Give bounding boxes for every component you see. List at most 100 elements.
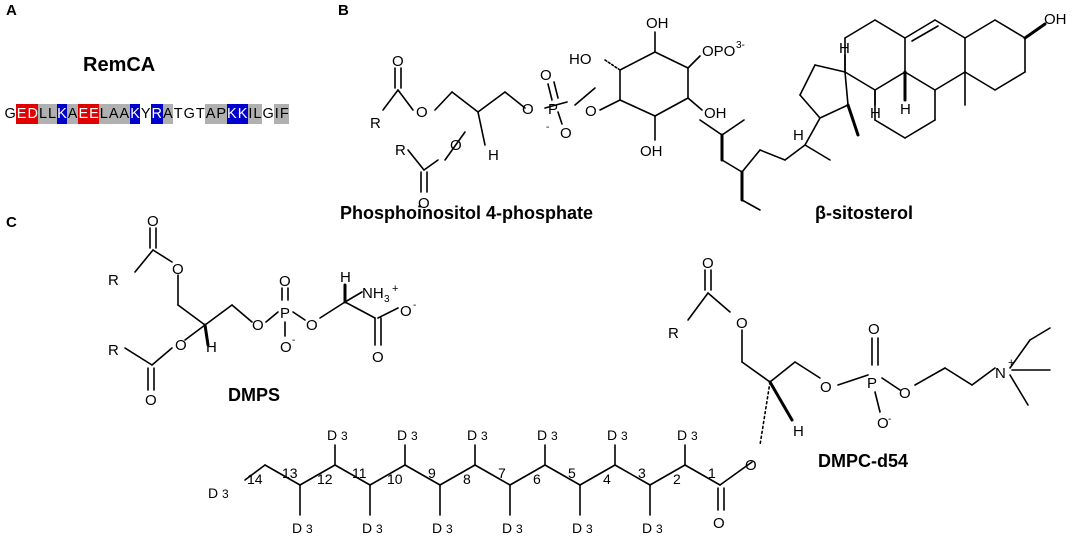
carbon-number: 5 <box>568 465 576 481</box>
carbon-number: 2 <box>673 471 681 487</box>
deuterium-count: 3 <box>551 429 558 443</box>
residue-hydrophobic: L <box>252 104 262 124</box>
residue-neutral: G <box>183 104 196 124</box>
charge-minus: - <box>888 414 891 425</box>
atom-o: O <box>418 195 430 212</box>
atom-h: H <box>340 269 351 286</box>
deuterium-label: D <box>502 520 512 536</box>
atom-p: P <box>280 305 290 322</box>
residue-basic: K <box>56 104 68 124</box>
carbon-number: 13 <box>282 465 298 481</box>
deuterium-count: 3 <box>411 429 418 443</box>
deuterium-label: D <box>362 520 372 536</box>
deuterium-label: D <box>572 520 582 536</box>
atom-p: P <box>548 101 558 118</box>
deuterium-count: 3 <box>621 429 628 443</box>
dmps-label: DMPS <box>228 385 281 405</box>
atom-o: O <box>540 67 552 84</box>
residue-hydrophobic: L <box>47 104 57 124</box>
atom-r: R <box>370 115 381 132</box>
atom-nh: NH <box>362 285 384 302</box>
residue-hydrophobic: A <box>67 104 78 124</box>
residue-basic: K <box>237 104 248 124</box>
atom-o: O <box>400 303 412 320</box>
residue-neutral: Y <box>140 104 152 124</box>
atom-h: H <box>793 127 804 144</box>
residue-neutral: G <box>262 104 275 124</box>
atom-o: O <box>252 317 264 334</box>
carbon-number: 6 <box>533 471 541 487</box>
atom-opo: OPO <box>702 43 735 60</box>
dmps-structure <box>124 227 399 391</box>
residue-acidic: D <box>26 104 39 124</box>
atom-o: O <box>416 104 428 121</box>
residue-hydrophobic: A <box>108 104 120 124</box>
atom-o: O <box>736 315 748 332</box>
deuterium-count: 3 <box>376 522 383 536</box>
sitosterol-structure <box>699 19 1047 211</box>
deuterium-label: D <box>327 427 337 443</box>
residue-hydrophobic: A <box>119 104 130 124</box>
deuterium-count: 3 <box>691 429 698 443</box>
atom-o: O <box>392 53 404 70</box>
pi4p-label: Phosphoinositol 4-phosphate <box>340 203 593 223</box>
atom-o: O <box>745 457 757 474</box>
carbon-number: 7 <box>498 465 506 481</box>
atom-h: H <box>793 423 804 440</box>
remca-title: RemCA <box>83 54 156 76</box>
sitosterol-label: β-sitosterol <box>815 203 913 223</box>
atom-r: R <box>668 325 679 342</box>
deuterium-label: D <box>432 520 442 536</box>
atom-o: O <box>172 261 184 278</box>
charge-minus: - <box>546 122 549 133</box>
residue-hydrophobic: I <box>247 104 253 124</box>
deuterium-label: D <box>677 427 687 443</box>
atom-o: O <box>372 349 384 366</box>
atom-h: H <box>206 339 217 356</box>
chain-bonds <box>244 444 753 516</box>
atom-o: O <box>877 415 889 432</box>
residue-hydrophobic: A <box>162 104 174 124</box>
atom-h: H <box>900 101 911 118</box>
atom-oh: OH <box>640 143 663 160</box>
atom-o: O <box>279 273 291 290</box>
residue-acidic: E <box>77 104 89 124</box>
deuterium-label: D <box>292 520 302 536</box>
deuterium-label: D <box>208 485 218 501</box>
carbon-number: 8 <box>463 471 471 487</box>
carbon-number: 4 <box>603 471 611 487</box>
deuterium-count: 3 <box>586 522 593 536</box>
residue-basic: R <box>151 104 163 124</box>
carbon-number: 12 <box>317 471 333 487</box>
atom-o: O <box>702 255 714 272</box>
residue-acidic: E <box>88 104 100 124</box>
residue-hydrophobic: F <box>279 104 290 124</box>
deuterium-label: D <box>537 427 547 443</box>
deuterium-count: 3 <box>306 522 313 536</box>
atom-o: O <box>820 379 832 396</box>
atom-r: R <box>108 272 119 289</box>
atom-h: H <box>488 147 499 164</box>
deuterium-count: 3 <box>341 429 348 443</box>
residue-hydrophobic: A <box>205 104 216 124</box>
atom-labels: O R O R O O H O P O O - O HO OH OPO 3- O… <box>108 11 1067 532</box>
atom-oh: OH <box>704 105 727 122</box>
deuterium-count: 3 <box>656 522 663 536</box>
deuterium-count: 3 <box>222 487 229 501</box>
atom-h: H <box>870 105 881 122</box>
deuterium-count: 3 <box>516 522 523 536</box>
dmpc-label: DMPC-d54 <box>818 451 909 471</box>
residue-hydrophobic: I <box>274 104 280 124</box>
subscript-3: 3 <box>384 294 390 305</box>
atom-o: O <box>145 392 157 409</box>
deuterium-label: D <box>467 427 477 443</box>
deuterium-label: D <box>397 427 407 443</box>
carbon-number: 9 <box>428 465 436 481</box>
residue-neutral: T <box>195 104 206 124</box>
atom-o: O <box>280 339 292 356</box>
charge-plus: + <box>1008 357 1014 369</box>
panel-c-letter: C <box>6 214 17 231</box>
